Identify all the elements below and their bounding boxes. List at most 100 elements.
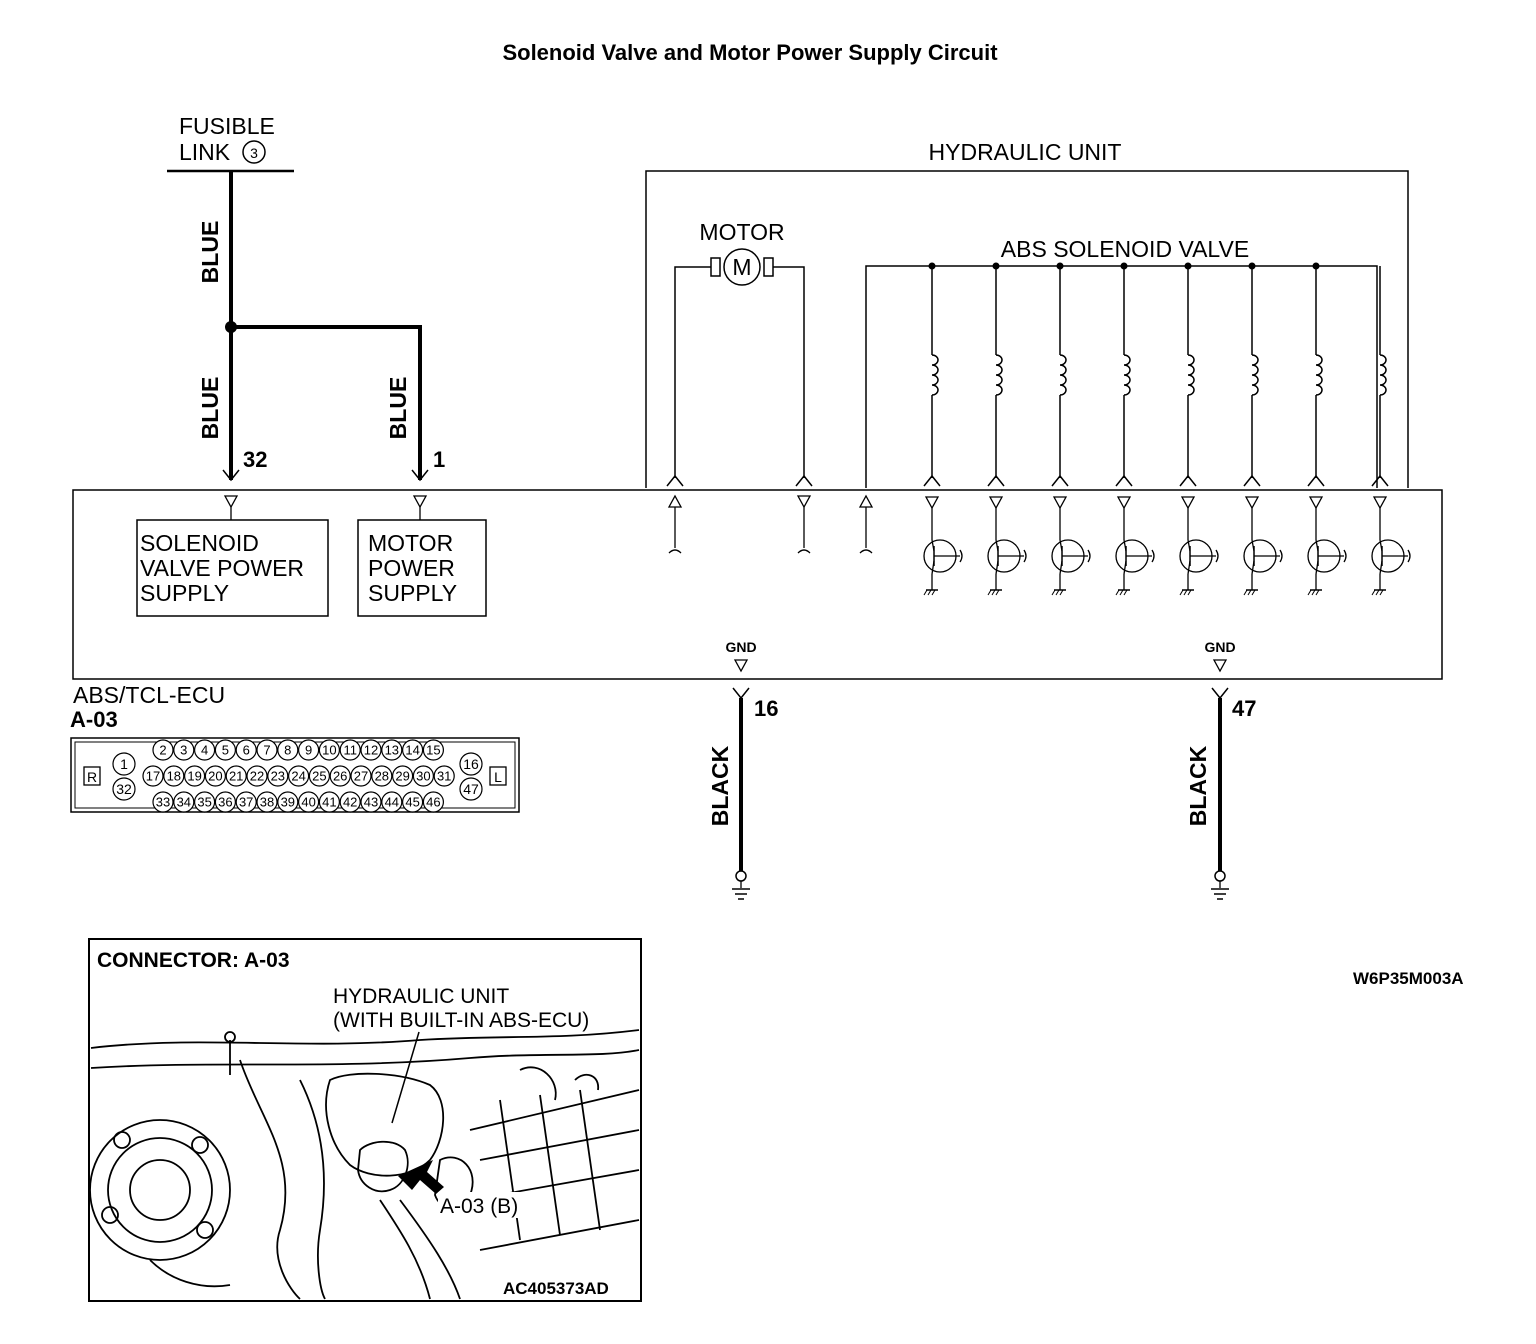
cavity-circle	[381, 739, 403, 761]
hydraulic-unit-outline	[645, 170, 1409, 488]
ecu-pin-mark-coil	[1052, 496, 1068, 510]
connector-cavity: 7	[256, 739, 278, 761]
connector-cavity: 9	[298, 739, 320, 761]
fusible-link-label-line2: LINK	[179, 139, 231, 165]
cavity-number: 37	[239, 795, 253, 810]
cavity-circle	[360, 791, 382, 813]
motor-lead-right	[773, 266, 805, 478]
cavity-number: 27	[354, 769, 368, 784]
gnd-mark-16	[733, 659, 749, 673]
connector-cavity: 30	[412, 765, 434, 787]
solenoid-coil	[1051, 262, 1069, 487]
driver-transistor	[1115, 496, 1155, 596]
connector-cavity: 35	[194, 791, 216, 813]
connector-cavity: 21	[225, 765, 247, 787]
cavity-circle	[339, 791, 361, 813]
motor-symbol: M	[732, 254, 751, 280]
wire-color-label-pin16: BLACK	[707, 745, 733, 826]
connector-cavity: 33	[152, 791, 174, 813]
diagram-title: Solenoid Valve and Motor Power Supply Ci…	[502, 40, 998, 65]
cavity-number: 20	[208, 769, 222, 784]
cavity-circle	[277, 739, 299, 761]
cavity-number: 22	[250, 769, 264, 784]
connector-cavity: 44	[381, 791, 403, 813]
cavity-number: 36	[218, 795, 232, 810]
cavity-number: 11	[343, 743, 357, 758]
connector-cavity: 34	[173, 791, 195, 813]
cavity-circle	[360, 739, 382, 761]
power-wiring: BLUE BLUE BLUE 32 1	[197, 171, 445, 482]
cavity-number: 4	[201, 743, 208, 758]
fusible-link-number-circle	[242, 140, 266, 164]
chassis-ground-hatch	[927, 589, 932, 596]
cavity-number: 30	[416, 769, 430, 784]
connector-cavity: 26	[329, 765, 351, 787]
wire-color-label-upper: BLUE	[197, 221, 223, 284]
connector-cavity: 13	[381, 739, 403, 761]
cavity-circle	[433, 765, 455, 787]
transistor-emitter	[1315, 560, 1319, 575]
cavity-circle	[402, 739, 424, 761]
solenoid-box-line3: SUPPLY	[140, 580, 229, 606]
hydraulic-unit: HYDRAULIC UNIT MOTOR M ABS SOLENOID VALV…	[645, 139, 1409, 488]
connector-mark-pin1	[411, 469, 429, 482]
chassis-ground-hatch	[1247, 589, 1252, 596]
cavity-number: 23	[271, 769, 285, 784]
gnd-mark-47	[1212, 659, 1228, 673]
cavity-circle	[422, 791, 444, 813]
connector-marker-r: R	[87, 769, 97, 785]
connector-mark-coil	[1243, 474, 1261, 487]
motor-box-line2: POWER	[368, 555, 455, 581]
cavity-circle	[235, 739, 257, 761]
cavity-circle	[277, 791, 299, 813]
connector-cavity: 22	[246, 765, 268, 787]
chassis-ground-hatch	[1371, 589, 1376, 596]
photo-caption-line1: HYDRAULIC UNIT	[333, 985, 509, 1008]
coil-icon	[995, 354, 1003, 396]
cavity-number: 43	[364, 795, 378, 810]
photo-pointer-label: A-03 (B)	[440, 1195, 518, 1218]
ecu-pin-mark-coil	[924, 496, 940, 510]
connector-cavity: 40	[298, 791, 320, 813]
driver-transistor	[1243, 496, 1283, 596]
connector-cavity: 43	[360, 791, 382, 813]
connector-cavity: 10	[318, 739, 340, 761]
splice-point	[225, 321, 237, 333]
chassis-ground-hatch	[923, 589, 928, 596]
ecu-pin-mark-1	[412, 495, 428, 509]
connector-cavity: 25	[308, 765, 330, 787]
cavity-number: 25	[312, 769, 326, 784]
motor: MOTOR M	[666, 219, 813, 487]
cavity-circle	[194, 739, 216, 761]
connector-face-outer	[70, 737, 520, 813]
cavity-circle	[163, 765, 185, 787]
cavity-circle	[350, 765, 372, 787]
driver-transistor	[1179, 496, 1219, 596]
chassis-ground-hatch	[1243, 589, 1248, 596]
cavity-number: 24	[291, 769, 305, 784]
cavity-circle	[235, 791, 257, 813]
cavity-number: 32	[116, 781, 132, 797]
cavity-number: 41	[322, 795, 336, 810]
cavity-number: 9	[305, 743, 312, 758]
chassis-ground-hatch	[1119, 589, 1124, 596]
cavity-number: 47	[463, 781, 479, 797]
cavity-number: 8	[284, 743, 291, 758]
connector-id-label: A-03	[70, 707, 118, 732]
connector-cavity: 5	[214, 739, 236, 761]
transistor-collector	[1059, 539, 1063, 552]
cavity-number: 44	[385, 795, 399, 810]
hydraulic-unit-leader	[391, 1031, 420, 1124]
connector-mark-motor-right	[795, 474, 813, 487]
driver-transistor	[1307, 496, 1347, 596]
cavity-number: 42	[343, 795, 357, 810]
transistor-base-tilde	[959, 549, 963, 563]
connector-cavity: 32	[112, 777, 136, 801]
motor-lead-left	[674, 266, 711, 478]
coil-icon	[1059, 354, 1067, 396]
cavity-number: 7	[263, 743, 270, 758]
cavity-number: 1	[120, 756, 128, 772]
cavity-number: 2	[159, 743, 166, 758]
cavity-circle	[412, 765, 434, 787]
